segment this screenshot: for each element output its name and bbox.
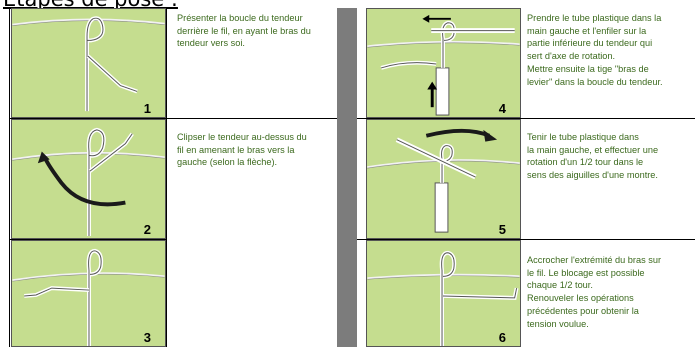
tensioner-drawing: [367, 128, 520, 233]
step-1-instruction: Présenter la boucle du tendeur derrière …: [177, 13, 311, 49]
tensioner-drawing: [367, 14, 520, 116]
arrow-head: [427, 81, 438, 90]
plastic-tube: [434, 182, 449, 233]
row-divider: [357, 239, 695, 240]
center-divider-bar: [337, 8, 357, 347]
row-divider: [357, 118, 695, 119]
plastic-tube: [435, 67, 450, 116]
rotation-arrow: [425, 128, 490, 138]
step-1-illustration: 1: [11, 8, 166, 118]
step-4-instruction: Prendre le tube plastique dans la main g…: [527, 13, 663, 87]
step-2-instruction: Clipser le tendeur au-dessus du fil en a…: [177, 132, 307, 168]
left-column-separator: [166, 8, 167, 347]
row-divider: [9, 239, 167, 240]
step-number: 5: [498, 222, 506, 237]
step-5-illustration: 5: [366, 119, 521, 239]
page-title: Etapes de pose :: [3, 0, 178, 11]
step-number: 1: [143, 101, 151, 116]
tensioner-drawing: [367, 250, 520, 346]
left-column-border: [9, 8, 10, 347]
step-4-illustration: 4: [366, 8, 521, 118]
step-number: 6: [498, 330, 506, 345]
step-6-illustration: 6: [366, 240, 521, 347]
tensioner-drawing: [12, 127, 165, 237]
step-3-illustration: 3: [11, 240, 166, 347]
arrow-head: [422, 14, 430, 23]
step-6-instruction: Accrocher l'extrémité du bras sur le fil…: [527, 255, 661, 329]
step-number: 3: [143, 330, 151, 345]
step-number: 2: [143, 222, 151, 237]
step-5-instruction: Tenir le tube plastique dans la main gau…: [527, 132, 659, 181]
step-2-illustration: 2: [11, 119, 166, 239]
tensioner-drawing: [12, 248, 165, 346]
tensioner-drawing: [12, 16, 165, 112]
step-number: 4: [498, 101, 506, 116]
row-divider: [9, 118, 337, 119]
arrow-head: [483, 129, 498, 142]
arrow-head: [37, 151, 50, 164]
rotation-arrow: [43, 158, 126, 207]
